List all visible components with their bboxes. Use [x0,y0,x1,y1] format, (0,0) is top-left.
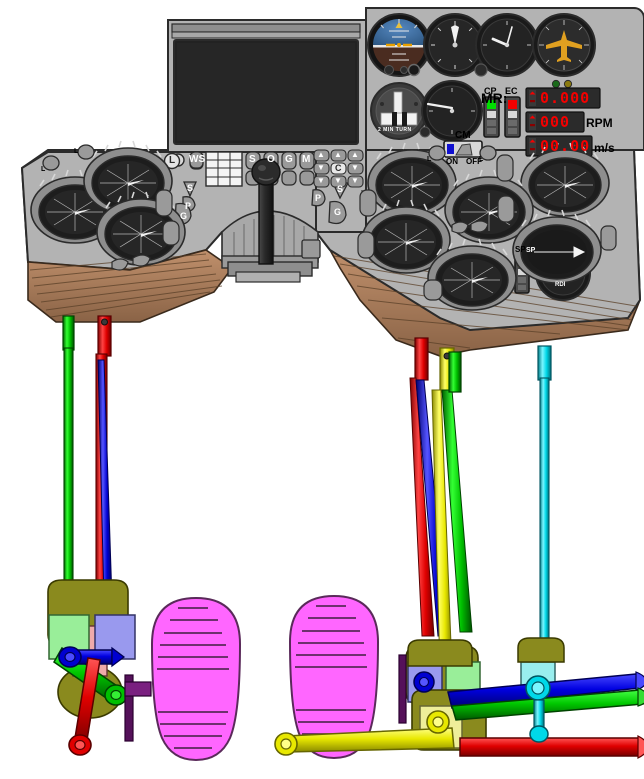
rudder-pedal-right[interactable] [288,594,380,760]
selector-l-ws[interactable] [163,151,204,170]
cm-switch-off-label: OFF [466,157,482,166]
collective-right-s[interactable]: S [337,184,344,194]
collective-right-p[interactable]: P [315,193,322,203]
linkage-right [274,337,644,759]
readout-mr-value: 0.000 [540,89,591,107]
keypad-up-1[interactable]: ▲ [317,150,325,159]
collective-left-g[interactable]: G [180,211,188,221]
rudder-pedal-left[interactable] [150,596,242,762]
right-gauge-cluster[interactable] [357,142,617,311]
keypad-up-2[interactable]: ▲ [334,150,342,159]
keypad-down-6[interactable]: ▼ [351,176,359,185]
turn-coordinator[interactable] [370,82,428,140]
knob-label-l-1: L [41,166,46,173]
left-gauge-cluster[interactable] [30,140,186,271]
keypad-down-5[interactable]: ▼ [334,176,342,185]
indicator-ec[interactable] [504,96,521,138]
readout-rpm-value: 000 [540,113,571,131]
attitude-indicator[interactable] [367,13,431,77]
indicator-cp[interactable] [483,96,500,138]
selector-ws-label: WS [189,154,206,165]
keypad-down-3[interactable]: ▼ [351,163,359,172]
collective-right-g[interactable]: G [334,207,342,217]
indicator-cp-label: CP [484,86,497,96]
knob-label-l-3: L [427,156,432,163]
selector-l-label: L [169,155,176,166]
knob-label-l-4: L [479,156,484,163]
center-keypad-grid[interactable] [205,151,243,187]
center-button-o[interactable]: O [267,154,275,165]
airspeed-indicator[interactable] [423,13,487,77]
cm-toggle-switch[interactable] [443,140,483,158]
readout-mr-label: MR: [481,90,508,106]
keypad-down-1[interactable]: ▼ [317,163,325,172]
center-button-s[interactable]: S [249,154,256,165]
collective-left-p[interactable]: P [185,201,192,211]
readout-vs-value: 00.00 [540,137,591,155]
turn-coordinator-caption: 2 MIN TURN [378,127,412,133]
directional-gyro-sp-label: SP [526,247,536,254]
readout-vs-unit: m/s [594,141,615,155]
keypad-center-c[interactable]: C [335,163,342,173]
linkage-left [47,315,152,756]
vertical-speed-indicator[interactable] [419,80,483,142]
rdi-gauge-caption: RDI [555,282,566,288]
cm-switch-on-label: ON [446,157,458,166]
keypad-up-3[interactable]: ▲ [351,150,359,159]
knob-label-l-2: L [74,148,79,155]
indicator-ec-label: EC [505,86,518,96]
center-button-m[interactable]: M [302,154,311,165]
center-button-g[interactable]: G [285,154,293,165]
keypad-down-4[interactable]: ▼ [317,176,325,185]
indicator-sp-label: SP [515,245,526,254]
collective-left-s[interactable]: S [187,183,194,193]
arrow-keypad[interactable] [313,149,364,188]
multi-function-display[interactable] [171,23,361,145]
digital-readout-mr [525,87,601,109]
readout-rpm-unit: RPM [586,116,613,130]
altimeter[interactable] [474,13,539,77]
radio-magnetic-indicator[interactable] [532,13,596,89]
digital-readout-rpm [525,111,585,133]
cyclic-control-stick[interactable] [221,158,321,283]
cm-switch-label: CM [455,130,471,141]
